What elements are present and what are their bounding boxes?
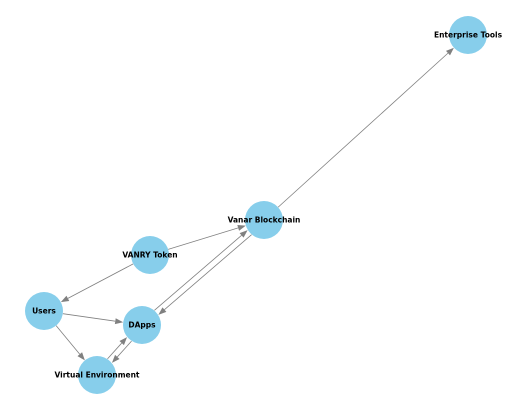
edge-vanry-token-to-vanar-blockchain	[168, 225, 246, 250]
node-circle	[449, 16, 487, 54]
edge-line	[168, 227, 239, 250]
edge-line	[277, 52, 449, 208]
arrow-head	[119, 337, 128, 346]
edge-vanar-blockchain-to-enterprise-tools	[277, 47, 454, 208]
edge-vanar-blockchain-to-dapps	[158, 234, 252, 315]
edge-dapps-to-vanar-blockchain	[154, 230, 248, 311]
arrow-head	[239, 230, 248, 238]
node-label: VANRY Token	[122, 251, 177, 260]
arrow-head	[158, 307, 167, 315]
edge-dapps-to-virtual-environment	[111, 340, 132, 363]
arrow-head	[77, 352, 85, 361]
node-vanry-token: VANRY Token	[122, 236, 178, 274]
node-vanar-blockchain: Vanar Blockchain	[228, 201, 301, 239]
edge-line	[116, 340, 132, 358]
arrow-head	[114, 318, 124, 325]
edge-users-to-dapps	[62, 313, 124, 325]
arrow-head	[237, 225, 246, 231]
node-virtual-environment: Virtual Environment	[54, 356, 140, 394]
node-circle	[25, 292, 63, 330]
edge-line	[154, 235, 242, 311]
node-circle	[123, 306, 161, 344]
edge-line	[55, 325, 81, 355]
node-label: DApps	[128, 321, 156, 330]
node-users: Users	[25, 292, 63, 330]
node-label: Vanar Blockchain	[228, 216, 301, 225]
arrow-head	[111, 354, 120, 363]
edge-line	[164, 234, 252, 310]
node-circle	[78, 356, 116, 394]
edge-line	[67, 263, 134, 299]
edges-layer	[55, 47, 454, 363]
node-enterprise-tools: Enterprise Tools	[434, 16, 503, 54]
node-dapps: DApps	[123, 306, 161, 344]
edge-users-to-virtual-environment	[55, 325, 85, 361]
arrow-head	[445, 47, 454, 56]
node-circle	[131, 236, 169, 274]
edge-vanry-token-to-users	[60, 263, 134, 303]
edge-line	[107, 342, 123, 360]
arrow-head	[60, 295, 70, 303]
node-circle	[245, 201, 283, 239]
node-label: Users	[32, 307, 56, 316]
edge-line	[62, 313, 116, 322]
edge-virtual-environment-to-dapps	[107, 337, 128, 360]
node-label: Virtual Environment	[54, 371, 139, 380]
node-label: Enterprise Tools	[434, 31, 503, 40]
